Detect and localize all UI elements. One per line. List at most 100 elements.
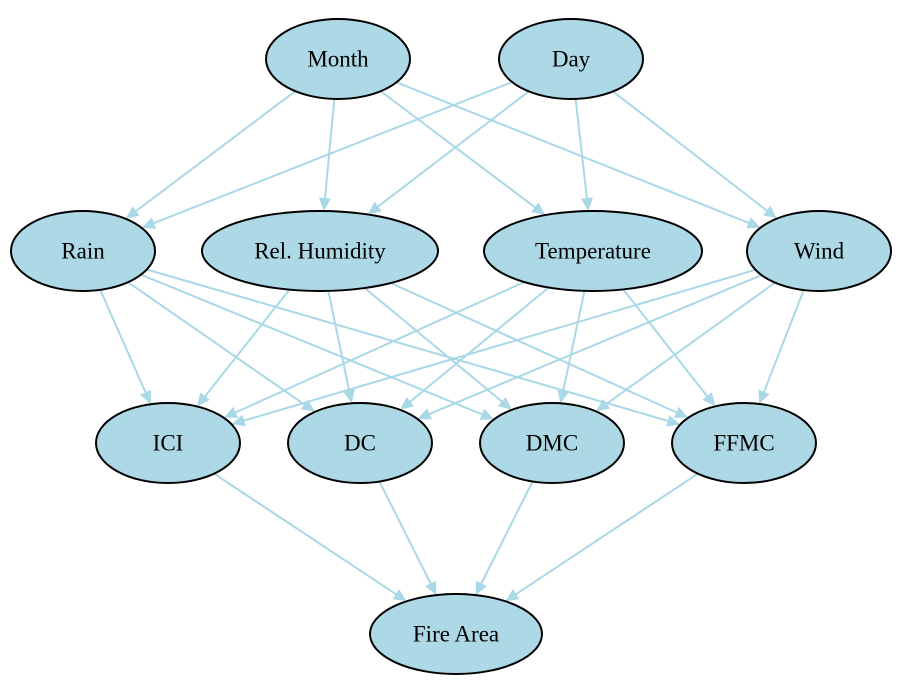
edge-line	[378, 481, 432, 584]
edge-line	[213, 472, 397, 595]
node-ellipse	[265, 18, 411, 100]
arrowhead-icon	[140, 389, 151, 405]
edge-line	[622, 288, 708, 397]
node-dc: DC	[287, 402, 433, 484]
edge-wind-to-dc	[417, 274, 762, 420]
edge-line	[409, 286, 550, 403]
node-label: Fire Area	[413, 622, 499, 647]
node-ellipse	[483, 210, 703, 292]
node-rain: Rain	[10, 210, 156, 292]
arrowhead-icon	[343, 389, 355, 404]
edge-line	[480, 481, 534, 584]
edge-line	[380, 90, 536, 208]
edge-line	[153, 81, 513, 225]
edge-line	[127, 281, 305, 406]
arrowhead-icon	[763, 205, 777, 219]
arrowhead-icon	[400, 396, 415, 410]
edge-line	[562, 290, 586, 391]
edge-line	[135, 90, 296, 212]
arrowhead-icon	[531, 202, 546, 215]
edge-rain-to-ffmc	[146, 268, 681, 427]
edge-line	[324, 98, 336, 199]
edge-month-to-temperature	[380, 90, 546, 215]
edge-line	[146, 268, 668, 422]
edge-line	[243, 268, 756, 422]
node-month: Month	[265, 18, 411, 100]
edge-line	[140, 273, 483, 416]
arrowhead-icon	[673, 406, 689, 418]
node-ffmc: FFMC	[671, 402, 817, 484]
edge-day-to-humidity	[367, 90, 530, 215]
node-fire-area: Fire Area	[369, 593, 543, 675]
edge-ici-to-fire_area	[213, 472, 407, 602]
edge-temperature-to-ici	[223, 281, 525, 418]
edge-line	[235, 281, 525, 414]
edge-humidity-to-dmc	[364, 287, 512, 410]
edge-temperature-to-dmc	[557, 290, 586, 404]
node-label: Rain	[61, 239, 105, 264]
edge-humidity-to-ffmc	[390, 282, 689, 418]
arrowhead-icon	[505, 589, 520, 602]
arrowhead-icon	[479, 408, 494, 420]
node-label: Wind	[794, 239, 845, 264]
edge-temperature-to-dc	[400, 286, 550, 410]
arrowhead-icon	[300, 399, 315, 412]
edge-layer	[99, 81, 805, 602]
edge-line	[327, 290, 351, 391]
node-temperature: Temperature	[483, 210, 703, 292]
edge-month-to-wind	[396, 81, 761, 229]
node-ellipse	[201, 210, 439, 292]
arrowhead-icon	[746, 217, 761, 229]
edge-line	[763, 289, 805, 393]
edge-line	[429, 274, 762, 415]
edge-line	[390, 282, 677, 414]
node-dmc: DMC	[479, 402, 625, 484]
edge-line	[396, 81, 749, 224]
arrowhead-icon	[125, 206, 140, 219]
edge-dc-to-fire_area	[378, 481, 437, 596]
arrowhead-icon	[367, 201, 382, 215]
edge-line	[99, 289, 147, 393]
edge-line	[204, 288, 291, 397]
arrowhead-icon	[596, 398, 611, 412]
arrowhead-icon	[425, 580, 437, 596]
arrowhead-icon	[197, 392, 210, 407]
edge-wind-to-ffmc	[758, 289, 805, 404]
edge-line	[515, 472, 699, 595]
node-ellipse	[287, 402, 433, 484]
edge-rain-to-dc	[127, 281, 315, 412]
node-label: Temperature	[535, 239, 651, 264]
arrowhead-icon	[223, 406, 239, 418]
arrowhead-icon	[141, 217, 157, 229]
node-label: DMC	[526, 431, 578, 456]
arrowhead-icon	[231, 414, 246, 427]
node-ellipse	[746, 210, 892, 292]
edge-temperature-to-ffmc	[622, 288, 716, 407]
arrowhead-icon	[319, 197, 331, 211]
edge-dmc-to-fire_area	[475, 481, 534, 596]
node-label: ICI	[153, 431, 184, 456]
node-label: DC	[344, 431, 376, 456]
edge-wind-to-dmc	[596, 281, 776, 412]
node-ellipse	[671, 402, 817, 484]
arrowhead-icon	[417, 408, 432, 420]
node-ellipse	[10, 210, 156, 292]
arrowhead-icon	[475, 580, 487, 596]
edge-day-to-rain	[141, 81, 513, 229]
edge-wind-to-ici	[231, 268, 756, 427]
arrowhead-icon	[758, 389, 770, 404]
edge-line	[574, 98, 588, 199]
node-humidity: Rel. Humidity	[201, 210, 439, 292]
node-label: Rel. Humidity	[254, 239, 386, 264]
arrowhead-icon	[392, 589, 407, 602]
arrowhead-icon	[498, 396, 512, 410]
edge-day-to-wind	[612, 90, 777, 219]
arrowhead-icon	[702, 392, 716, 407]
edge-humidity-to-dc	[327, 290, 355, 404]
edge-line	[606, 281, 776, 405]
node-label: FFMC	[713, 431, 774, 456]
node-ellipse	[95, 402, 241, 484]
edge-line	[377, 90, 530, 208]
node-label: Day	[552, 47, 591, 72]
